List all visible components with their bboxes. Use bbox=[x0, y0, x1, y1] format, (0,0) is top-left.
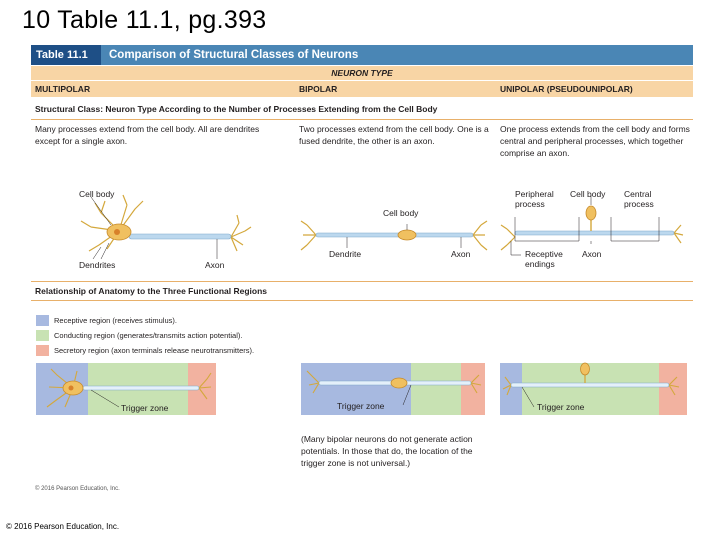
legend-swatch bbox=[36, 330, 49, 341]
functional-region-diagrams bbox=[36, 362, 687, 415]
label-axon-multipolar: Axon bbox=[205, 260, 225, 270]
label-trigger-zone-unipolar: Trigger zone bbox=[537, 402, 585, 412]
label-peripheral-process: Peripheral process bbox=[515, 189, 554, 209]
label-axon-bipolar: Axon bbox=[451, 249, 471, 259]
label-cell-body-bipolar: Cell body bbox=[383, 208, 419, 218]
column-multipolar: MULTIPOLAR bbox=[35, 84, 91, 94]
section-functional-regions: Relationship of Anatomy to the Three Fun… bbox=[35, 286, 268, 296]
label-cell-body-multipolar: Cell body bbox=[79, 189, 115, 199]
label-central-process: Central process bbox=[624, 189, 654, 209]
slide-copyright: © 2016 Pearson Education, Inc. bbox=[6, 522, 120, 531]
label-dendrite: Dendrite bbox=[329, 249, 362, 259]
section-structural-class: Structural Class: Neuron Type According … bbox=[35, 104, 438, 114]
legend-label: Secretory region (axon terminals release… bbox=[54, 346, 255, 355]
unipolar-functional-panel bbox=[500, 362, 687, 415]
slide-title: 10 Table 11.1, pg.393 bbox=[22, 6, 267, 34]
unipolar-description: One process extends from the cell body a… bbox=[500, 124, 690, 158]
multipolar-functional-panel bbox=[36, 363, 216, 415]
label-axon-unipolar: Axon bbox=[582, 249, 602, 259]
table-title: Comparison of Structural Classes of Neur… bbox=[109, 49, 359, 61]
label-cell-body-unipolar: Cell body bbox=[570, 189, 606, 199]
bipolar-neuron bbox=[300, 220, 488, 251]
neuron-classes-table: Table 11.1 Comparison of Structural Clas… bbox=[31, 45, 693, 500]
divider bbox=[31, 281, 693, 282]
column-headers: MULTIPOLAR BIPOLAR UNIPOLAR (PSEUDOUNIPO… bbox=[31, 81, 693, 97]
unipolar-neuron bbox=[500, 195, 684, 256]
divider bbox=[31, 300, 693, 301]
label-trigger-zone-bipolar: Trigger zone bbox=[337, 401, 385, 411]
structural-neuron-diagrams bbox=[80, 194, 684, 260]
label-dendrites: Dendrites bbox=[79, 260, 116, 270]
column-bipolar: BIPOLAR bbox=[299, 84, 338, 94]
table-copyright: © 2016 Pearson Education, Inc. bbox=[35, 486, 120, 492]
bipolar-note: (Many bipolar neurons do not generate ac… bbox=[301, 434, 473, 468]
neuron-type-header: NEURON TYPE bbox=[31, 66, 693, 80]
label-trigger-zone-multipolar: Trigger zone bbox=[121, 403, 169, 413]
table-header: Table 11.1 Comparison of Structural Clas… bbox=[31, 45, 693, 65]
column-unipolar: UNIPOLAR (PSEUDOUNIPOLAR) bbox=[500, 84, 633, 94]
bipolar-description: Two processes extend from the cell body.… bbox=[299, 124, 489, 146]
divider bbox=[31, 119, 693, 120]
legend-label: Conducting region (generates/transmits a… bbox=[54, 331, 243, 340]
label-receptive-endings: Receptive endings bbox=[525, 249, 563, 269]
bipolar-functional-panel bbox=[301, 363, 485, 415]
legend-swatch bbox=[36, 315, 49, 326]
multipolar-description: Many processes extend from the cell body… bbox=[35, 124, 260, 146]
legend-label: Receptive region (receives stimulus). bbox=[54, 316, 177, 325]
legend-swatch bbox=[36, 345, 49, 356]
table-number: Table 11.1 bbox=[31, 45, 101, 65]
multipolar-neuron bbox=[80, 194, 252, 260]
